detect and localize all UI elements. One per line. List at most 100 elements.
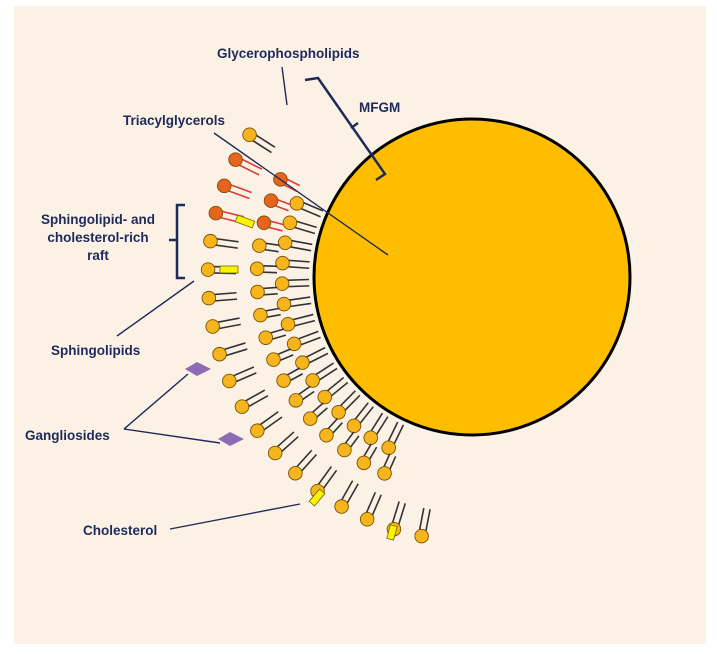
lipid-head	[275, 277, 289, 291]
lipid-head	[202, 291, 216, 305]
phospholipid-icon	[254, 308, 281, 322]
lipid-head	[257, 216, 271, 230]
lipid-head	[254, 308, 268, 322]
cholesterol-icon	[220, 266, 238, 273]
lipid-head	[276, 256, 290, 270]
lipid-head	[357, 456, 371, 470]
lipid-head	[201, 263, 215, 277]
label-raft-line3: raft	[87, 248, 109, 263]
phospholipid-icon	[250, 262, 277, 276]
label-cholesterol: Cholesterol	[83, 523, 157, 538]
ganglioside-icon	[185, 362, 211, 376]
sphingolipid-icon	[264, 194, 291, 211]
phospholipid-icon	[289, 386, 314, 407]
lipid-head	[217, 179, 231, 193]
lipid-head	[320, 428, 334, 442]
lipid-head	[289, 466, 303, 480]
phospholipid-icon	[268, 432, 298, 460]
sphingolipid-icon	[217, 179, 251, 198]
lipid-head	[229, 153, 243, 167]
fat-globule	[314, 119, 630, 435]
phospholipid-icon	[223, 367, 257, 388]
lipid-head	[318, 390, 332, 404]
phospholipid-icon	[275, 277, 309, 291]
phospholipid-icon	[360, 492, 381, 526]
phospholipid-icon	[251, 412, 282, 438]
cholesterol-pointer	[170, 504, 300, 529]
phospholipid-icon	[378, 454, 396, 480]
phospholipid-icon	[235, 390, 268, 413]
phospholipid-icon	[318, 378, 348, 404]
lipid-head	[259, 331, 273, 345]
phospholipid-icon	[213, 343, 248, 361]
lipid-head	[364, 431, 378, 445]
phospholipid-icon	[338, 432, 359, 457]
lipid-head	[235, 400, 249, 414]
gangliosides-pointer-1	[124, 374, 188, 429]
phospholipid-icon	[415, 508, 430, 543]
phospholipid-icon	[296, 348, 328, 370]
lipid-head	[267, 353, 281, 367]
phospholipid-icon	[347, 403, 373, 433]
lipid-head	[206, 320, 220, 334]
lipid-head	[303, 412, 317, 426]
glycerophospholipids-pointer	[282, 67, 287, 105]
phospholipid-icon	[253, 239, 280, 253]
lipid-head	[415, 529, 429, 543]
sphingolipid-icon	[257, 216, 284, 231]
lipid-head	[335, 500, 349, 514]
phospholipid-icon	[204, 234, 239, 248]
lipid-head	[243, 128, 257, 142]
phospholipid-icon	[251, 285, 278, 299]
lipid-head	[296, 356, 310, 370]
label-mfgm: MFGM	[359, 100, 400, 115]
phospholipid-icon	[320, 418, 343, 442]
label-triacylglycerols: Triacylglycerols	[123, 113, 225, 128]
lipid-head	[287, 337, 301, 351]
lipid-head	[306, 374, 320, 388]
phospholipid-icon	[306, 363, 337, 387]
phospholipid-icon	[277, 297, 311, 311]
lipid-head	[378, 467, 392, 481]
phospholipid-icon	[357, 444, 377, 470]
lipid-head	[204, 234, 218, 248]
phospholipid-icon	[364, 413, 388, 444]
phospholipid-icon	[259, 329, 286, 345]
phospholipid-icon	[283, 216, 317, 234]
phospholipid-icon	[382, 422, 404, 454]
ganglioside-icon	[218, 432, 244, 446]
phospholipid-icon	[267, 349, 293, 366]
lipid-head	[277, 374, 291, 388]
phospholipid-icon	[287, 331, 320, 350]
lipid-head	[253, 239, 267, 253]
lipid-head	[290, 197, 304, 211]
lipid-head	[382, 441, 396, 455]
phospholipid-icon	[303, 403, 327, 425]
lipid-head	[268, 446, 282, 460]
sphingolipids-pointer	[117, 281, 194, 336]
phospholipid-icon	[281, 314, 315, 331]
lipid-head	[360, 512, 374, 526]
lipid-head	[289, 394, 303, 408]
lipid-head	[251, 424, 265, 438]
lipid-head	[251, 285, 265, 299]
phospholipid-icon	[335, 481, 358, 514]
phospholipid-icon	[332, 391, 360, 419]
cholesterol-icon	[235, 215, 254, 228]
lipid-head	[332, 405, 346, 419]
phospholipid-icon	[289, 450, 317, 480]
phospholipid-icon	[277, 368, 303, 387]
phospholipid-icon	[243, 128, 275, 153]
raft-bracket	[169, 205, 185, 278]
lipid-head	[283, 216, 297, 230]
lipid-head	[223, 374, 237, 388]
label-glycerophospholipids: Glycerophospholipids	[217, 46, 360, 61]
lipid-head	[338, 443, 352, 457]
phospholipid-icon	[206, 318, 241, 333]
lipid-head	[264, 194, 278, 208]
lipid-head	[250, 262, 264, 276]
lipid-head	[209, 206, 223, 220]
lipid-head	[278, 236, 292, 250]
